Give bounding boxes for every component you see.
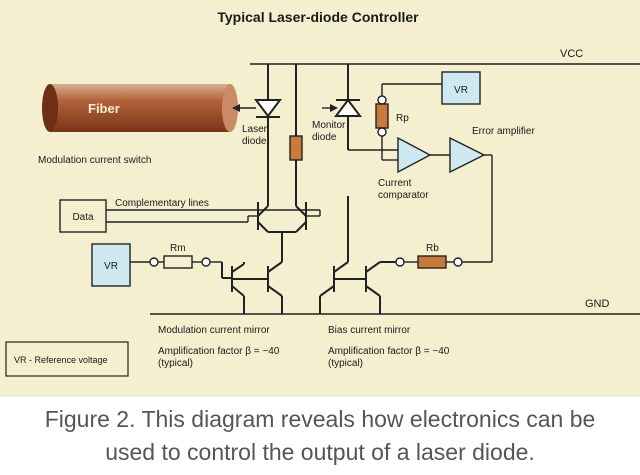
monitor-light-head bbox=[330, 104, 338, 112]
diagram-title: Typical Laser-diode Controller bbox=[217, 9, 419, 25]
rb-node-left bbox=[395, 257, 405, 267]
driver-resistor bbox=[289, 135, 303, 161]
legend-box bbox=[5, 341, 129, 377]
monitor-diode-symbol bbox=[334, 98, 362, 117]
differential-pair bbox=[257, 196, 307, 262]
error-amplifier bbox=[449, 136, 486, 174]
modulation-mirror bbox=[221, 261, 283, 314]
error-amplifier-label: Error amplifier bbox=[472, 126, 535, 137]
light-arrow-head bbox=[232, 104, 240, 112]
diagram-panel: Typical Laser-diode Controller VCC GND F… bbox=[0, 0, 640, 397]
rm-resistor bbox=[163, 255, 193, 269]
rb-resistor bbox=[417, 255, 447, 269]
vr-top-label: VR bbox=[454, 85, 468, 96]
data-box-label: Data bbox=[72, 212, 94, 223]
rp-node-bottom bbox=[377, 127, 387, 137]
rm-label: Rm bbox=[170, 243, 186, 254]
comparator-label-2: comparator bbox=[378, 190, 429, 201]
laser-diode-label-1: Laser bbox=[242, 124, 268, 135]
rm-node-left bbox=[149, 257, 159, 267]
caption: Figure 2. This diagram reveals how elect… bbox=[0, 397, 640, 475]
bias-mirror-gain: Amplification factor β = ~40 bbox=[328, 346, 450, 357]
vcc-label: VCC bbox=[560, 48, 583, 60]
laser-diode-symbol bbox=[254, 99, 282, 118]
modulation-mirror-gain: Amplification factor β = ~40 bbox=[158, 346, 280, 357]
fiber-cable bbox=[42, 84, 238, 132]
legend-text: VR - Reference voltage bbox=[14, 355, 108, 365]
complementary-lines-label: Complementary lines bbox=[115, 198, 209, 209]
vr-left-label: VR bbox=[104, 261, 118, 272]
rb-node-right bbox=[453, 257, 463, 267]
comparator-label-1: Current bbox=[378, 178, 412, 189]
modulation-switch-label: Modulation current switch bbox=[38, 155, 151, 166]
caption-line-2: used to control the output of a laser di… bbox=[105, 439, 535, 465]
rp-node-top bbox=[377, 95, 387, 105]
current-comparator bbox=[397, 136, 432, 174]
rb-label: Rb bbox=[426, 243, 439, 254]
caption-line-1: Figure 2. This diagram reveals how elect… bbox=[44, 406, 596, 432]
rm-node-right bbox=[201, 257, 211, 267]
caption-text: Figure 2. This diagram reveals how elect… bbox=[0, 397, 640, 469]
circuit-diagram: Typical Laser-diode Controller VCC GND F… bbox=[5, 9, 640, 377]
bias-mirror-note: (typical) bbox=[328, 358, 363, 369]
modulation-mirror-note: (typical) bbox=[158, 358, 193, 369]
monitor-diode-label-1: Monitor bbox=[312, 120, 346, 131]
vr-left-box bbox=[91, 243, 131, 287]
rp-resistor bbox=[375, 103, 389, 129]
data-box bbox=[59, 199, 107, 233]
rp-label: Rp bbox=[396, 113, 409, 124]
fiber-label: Fiber bbox=[88, 101, 120, 116]
monitor-diode-label-2: diode bbox=[312, 132, 337, 143]
bias-mirror-title: Bias current mirror bbox=[328, 325, 411, 336]
bias-mirror bbox=[319, 196, 396, 314]
laser-diode-label-2: diode bbox=[242, 136, 267, 147]
gnd-label: GND bbox=[585, 298, 610, 310]
vr-top-box bbox=[441, 71, 481, 105]
modulation-mirror-title: Modulation current mirror bbox=[158, 325, 270, 336]
